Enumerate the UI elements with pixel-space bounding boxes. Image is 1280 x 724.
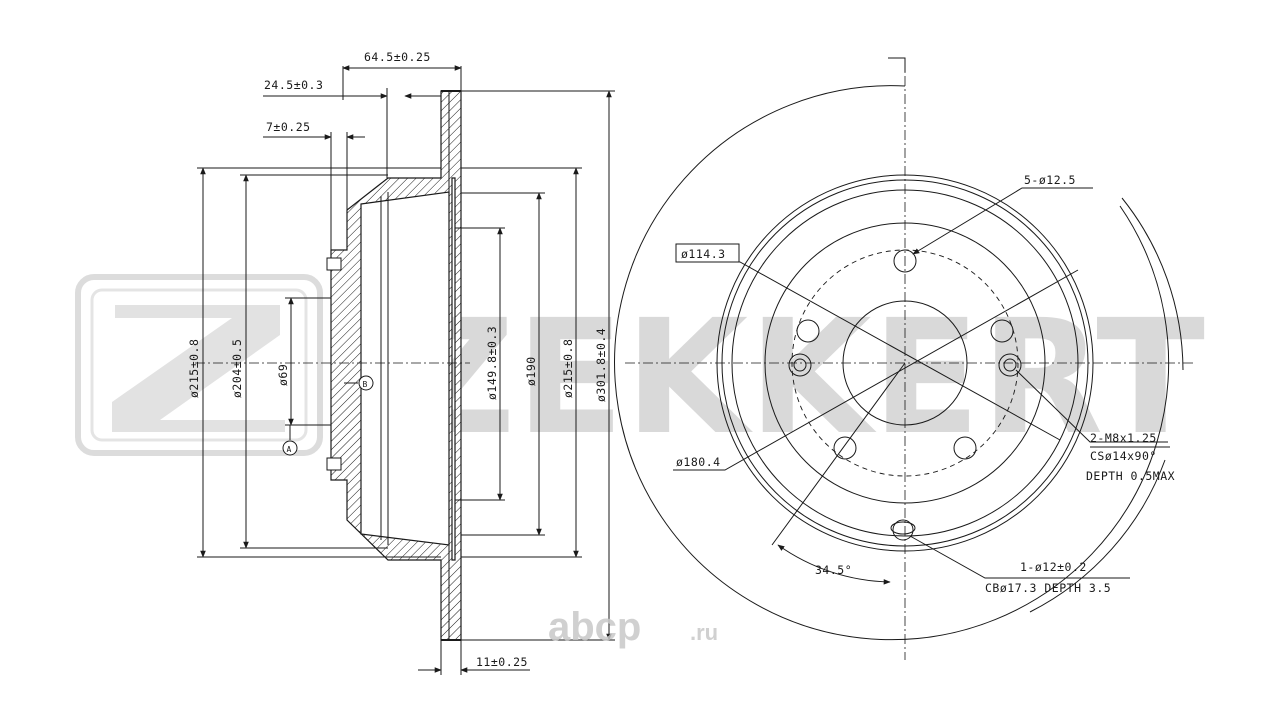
front-view: 5-ø12.5 ø114.3 ø180.4 2-M8x1.25 CSø14x90… [614, 57, 1195, 660]
abcp-watermark-text: abcp [548, 605, 641, 649]
locator-hole [890, 519, 916, 541]
watermark-brand-text: ZEKKERT [400, 286, 1205, 470]
note-threads-3: DEPTH 0.5MAX [1086, 469, 1175, 483]
note-locator-1: 1-ø12±0.2 [1020, 560, 1087, 574]
note-threads-1: 2-M8x1.25 [1090, 431, 1157, 445]
datum-b-marker [358, 375, 374, 391]
dim-hat-height: 24.5±0.3 [264, 78, 323, 92]
abcp-watermark: abcp .ru [548, 605, 718, 649]
dim-d301: ø301.8±0.4 [594, 328, 608, 402]
abcp-watermark-tld: .ru [690, 620, 718, 645]
note-locator-2: CBø17.3 DEPTH 3.5 [985, 581, 1111, 595]
bolt-hole [953, 436, 977, 460]
dim-overall-width: 64.5±0.25 [364, 50, 431, 64]
side-section-view: A B 64.5±0.25 24.5±0.3 7±0.25 11±0.25 ø2… [187, 50, 615, 675]
dim-pcd: ø114.3 [681, 247, 726, 261]
watermark-logo: ZEKKERT [75, 274, 1205, 470]
threaded-hole [788, 353, 812, 377]
datum-a-label: A [287, 445, 292, 454]
dim-d180: ø180.4 [676, 455, 721, 469]
dim-d190: ø190 [524, 356, 538, 386]
dim-angle: 34.5° [815, 563, 852, 577]
bolt-hole [796, 319, 820, 343]
bolt-holes [796, 249, 1014, 460]
bolt-hole [833, 436, 857, 460]
threaded-holes [788, 353, 1022, 377]
bolt-hole [990, 319, 1014, 343]
dim-d204: ø204±0.5 [230, 339, 244, 398]
datum-b-label: B [363, 380, 368, 389]
dim-d149: ø149.8±0.3 [485, 326, 499, 400]
threaded-hole [998, 353, 1022, 377]
note-threads-2: CSø14x90° [1090, 449, 1157, 463]
dim-thickness: 11±0.25 [476, 655, 528, 669]
dim-flange: 7±0.25 [266, 120, 311, 134]
dim-holes: 5-ø12.5 [1024, 173, 1076, 187]
dim-d215-right: ø215±0.8 [561, 339, 575, 398]
dim-d69: ø69 [276, 364, 290, 386]
datum-a-marker [282, 440, 298, 456]
dim-d215-left: ø215±0.8 [187, 339, 201, 398]
bolt-hole [893, 249, 917, 273]
